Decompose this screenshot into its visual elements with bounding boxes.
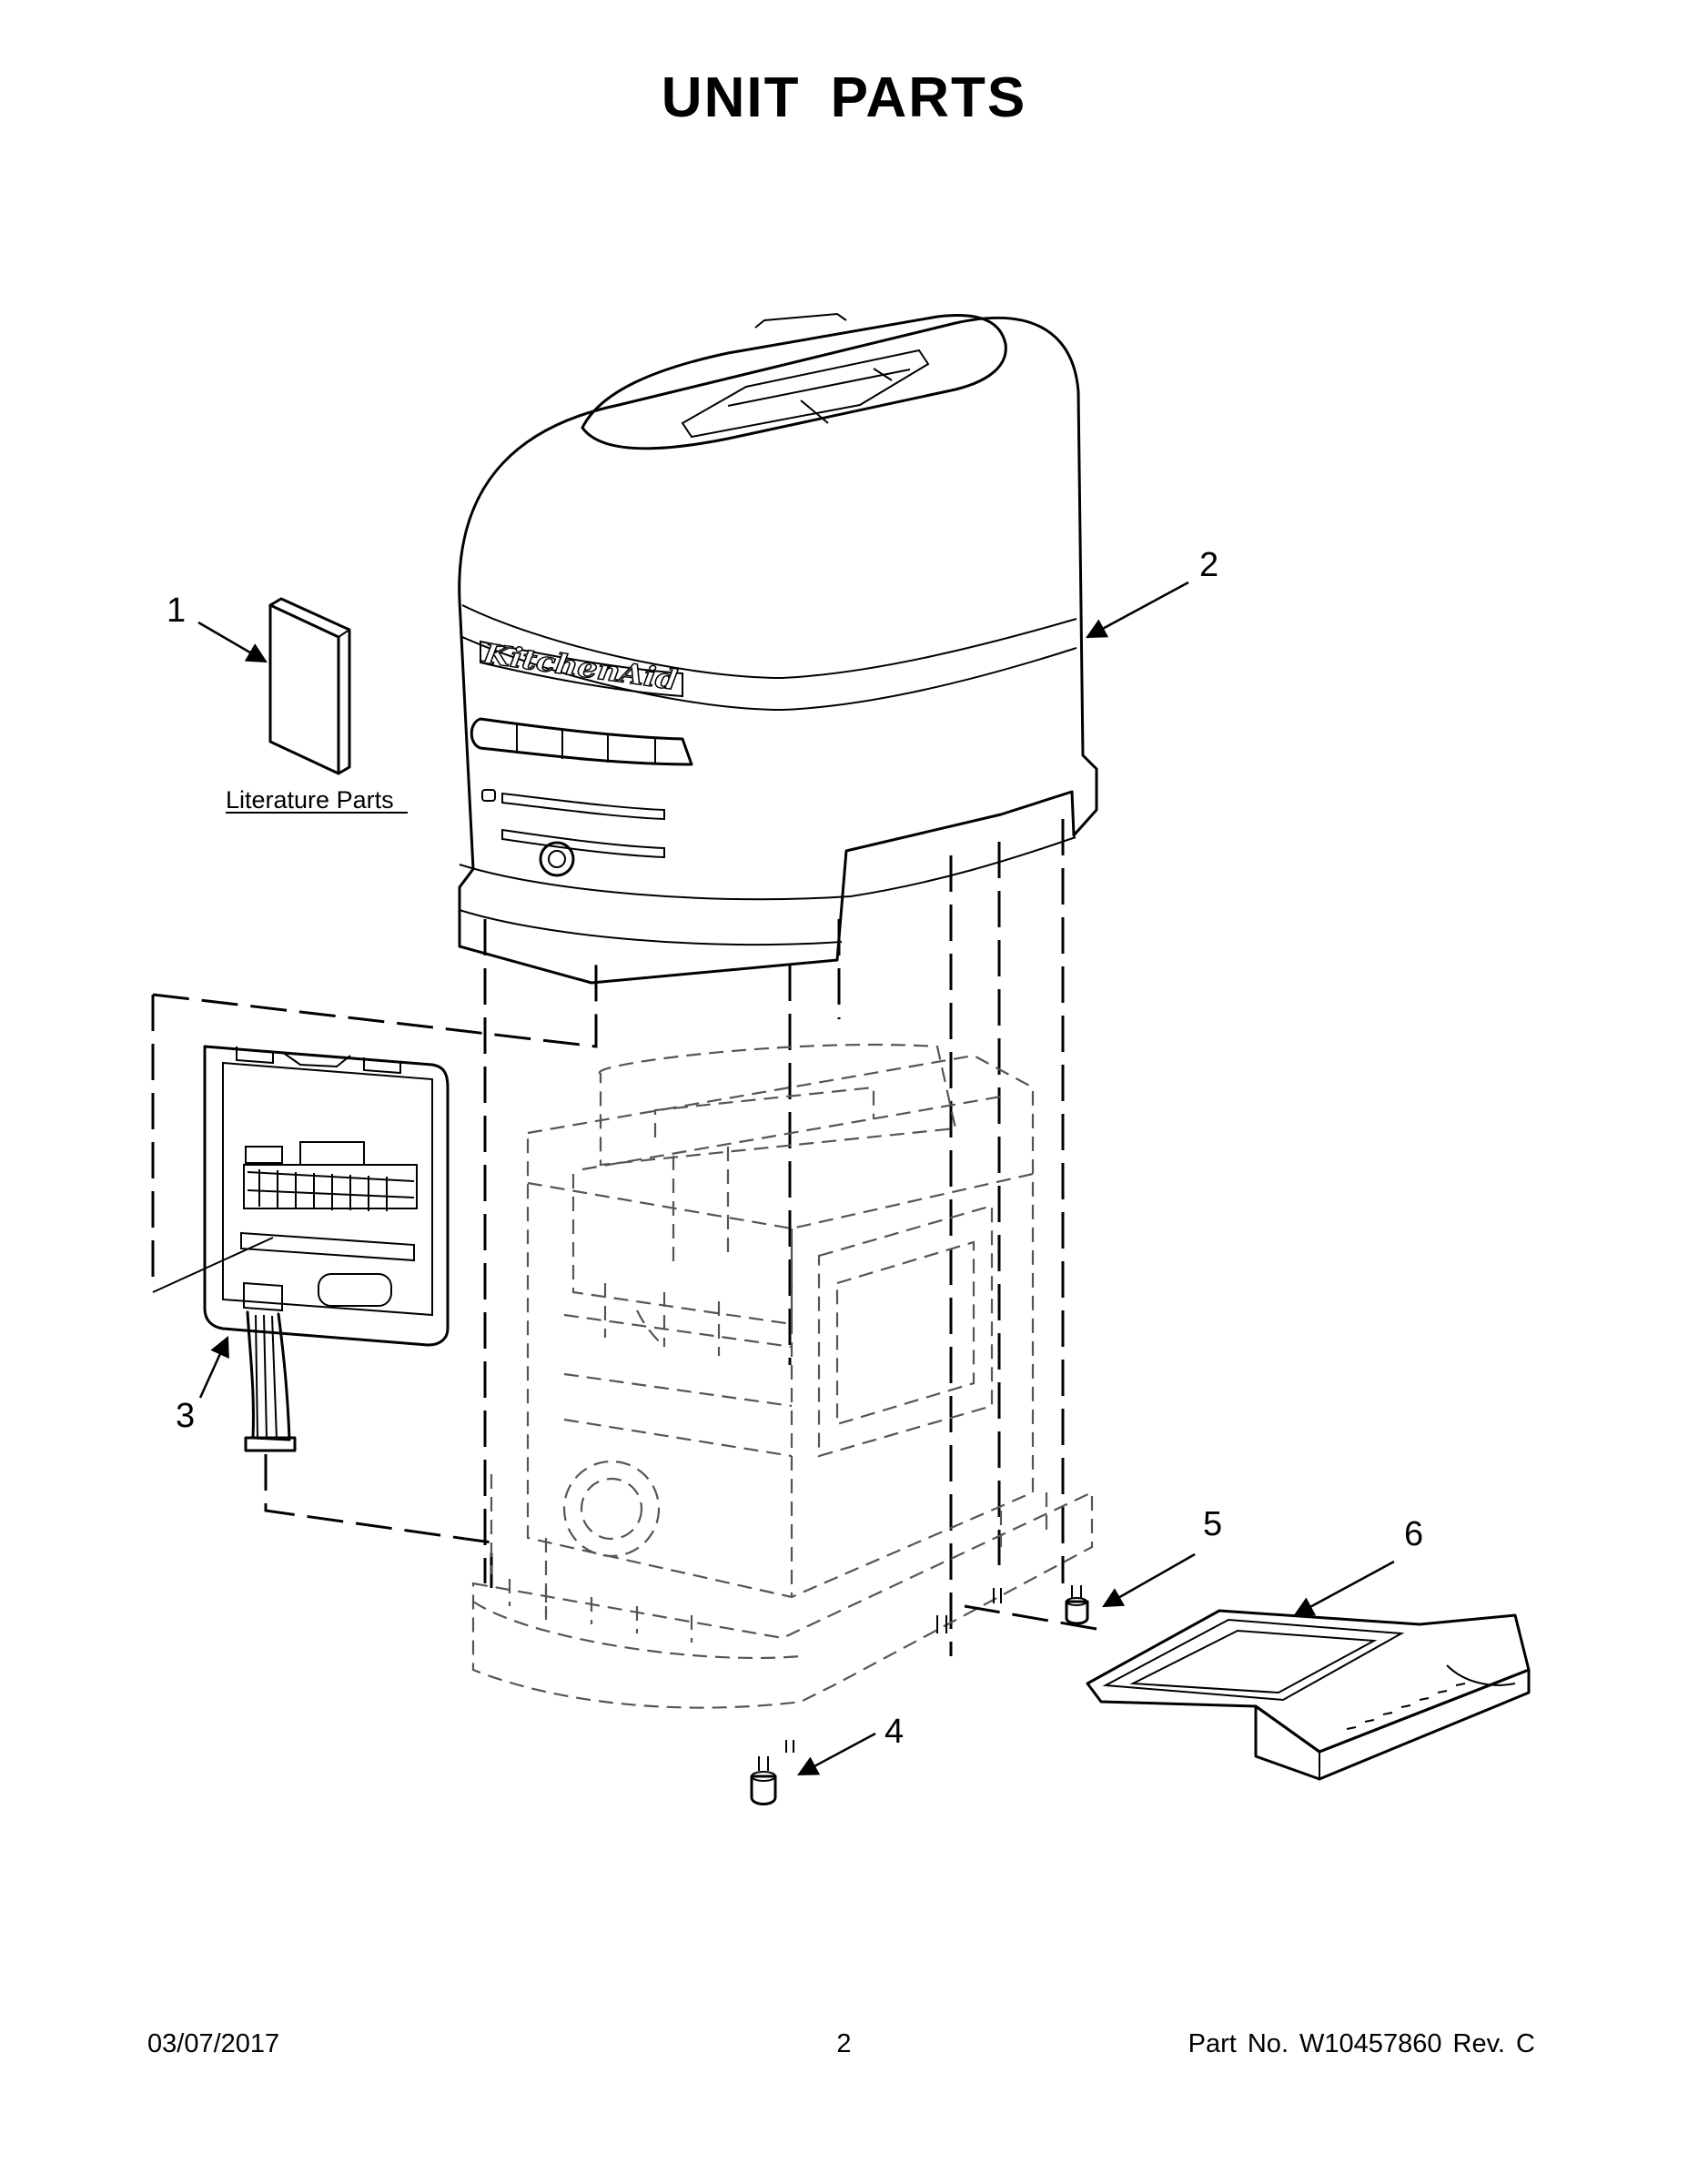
callout-1-leader [197,621,268,663]
housing-guide-lines [483,819,1065,1656]
page-title: UNIT PARTS [661,66,1027,129]
callout-5-leader [1102,1552,1196,1608]
footer-page-number: 2 [836,2029,852,2058]
internal-chassis-ghost [471,1043,1094,1709]
footer-date: 03/07/2017 [147,2029,280,2058]
crumb-tray-guide-line [964,1604,1097,1631]
control-board-pointer [152,1237,274,1293]
control-board-assembly [203,1045,450,1452]
literature-parts-label: Literature Parts [226,786,394,814]
screws [936,1588,1002,1633]
callout-2-leader [1086,581,1189,639]
callout-5: 5 [1203,1505,1222,1543]
control-board-guide-lines [151,965,598,1588]
callout-6: 6 [1404,1515,1423,1553]
crumb-tray [1086,1609,1531,1781]
callout-3-leader [198,1335,229,1399]
callout-6-leader [1293,1560,1395,1617]
callout-2: 2 [1199,546,1218,584]
literature-booklet [268,597,351,775]
callout-4: 4 [884,1713,904,1751]
footer-part-number: Part No. W10457860 Rev. C [1188,2029,1535,2058]
foot-5 [1065,1585,1089,1625]
foot-4 [750,1740,794,1805]
callout-4-leader [797,1732,876,1776]
callout-3: 3 [176,1397,195,1435]
callout-1: 1 [167,592,186,630]
toaster-housing: KitchenAid [458,312,1098,985]
